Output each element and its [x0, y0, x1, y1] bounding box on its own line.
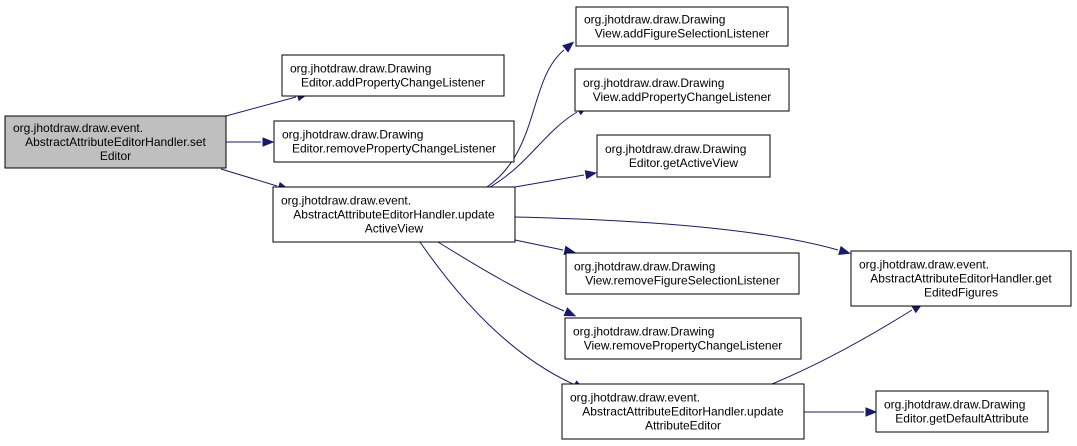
node-label-line: org.jhotdraw.draw.Drawing: [584, 13, 725, 27]
edge-line: [771, 309, 913, 385]
node-label-line: Editor: [100, 149, 131, 163]
node-box: [875, 390, 1049, 433]
edge-updateActiveView-to-getEditedFigures: [514, 216, 851, 255]
arrowhead-icon: [838, 245, 851, 255]
node-box: [574, 68, 790, 112]
node-setEditor[interactable]: org.jhotdraw.draw.event.AbstractAttribut…: [4, 115, 227, 169]
node-label-line: ActiveView: [365, 222, 424, 236]
node-label-line: EditedFigures: [924, 286, 998, 300]
node-box: [564, 317, 802, 360]
node-updateActiveView[interactable]: org.jhotdraw.draw.event.AbstractAttribut…: [272, 186, 516, 243]
node-label-line: Editor.getDefaultAttribute: [895, 412, 1029, 426]
node-label-line: View.removePropertyChangeListener: [584, 339, 783, 353]
edge-line: [489, 111, 578, 188]
node-editorAddPCL[interactable]: org.jhotdraw.draw.DrawingEditor.addPrope…: [281, 54, 505, 97]
edge-setEditor-to-editorRemovePCL: [226, 137, 275, 147]
edge-updateActiveView-to-viewRemovePCL: [437, 241, 577, 317]
edge-line: [486, 49, 565, 188]
edge-updateActiveView-to-viewAddFSL: [486, 41, 575, 188]
node-getDefaultAttribute[interactable]: org.jhotdraw.draw.DrawingEditor.getDefau…: [875, 390, 1049, 433]
node-label-line: org.jhotdraw.draw.Drawing: [573, 325, 714, 339]
node-box: [281, 54, 505, 97]
node-label-line: org.jhotdraw.draw.Drawing: [583, 76, 724, 90]
edge-updateActiveView-to-updateAttributeEditor: [419, 241, 586, 390]
node-label-line: org.jhotdraw.draw.event.: [859, 258, 989, 272]
arrowhead-icon: [865, 407, 878, 417]
edge-updateActiveView-to-getActiveView: [514, 170, 598, 188]
edge-updateAttributeEditor-to-getDefaultAttribute: [804, 407, 878, 417]
node-label-line: View.removeFigureSelectionListener: [585, 274, 780, 288]
node-label-line: AttributeEditor: [645, 419, 721, 433]
node-label-line: org.jhotdraw.draw.event.: [570, 391, 700, 405]
node-label-line: org.jhotdraw.draw.Drawing: [574, 260, 715, 274]
node-box: [596, 134, 771, 178]
node-label-line: Editor.removePropertyChangeListener: [292, 142, 496, 156]
node-viewRemoveFSL[interactable]: org.jhotdraw.draw.DrawingView.removeFigu…: [565, 252, 800, 295]
node-label-line: Editor.getActiveView: [629, 156, 739, 170]
node-updateAttributeEditor[interactable]: org.jhotdraw.draw.event.AbstractAttribut…: [561, 383, 805, 440]
edge-updateActiveView-to-viewRemoveFSL: [514, 239, 577, 255]
node-getEditedFigures[interactable]: org.jhotdraw.draw.event.AbstractAttribut…: [850, 250, 1072, 307]
node-label-line: AbstractAttributeEditorHandler.update: [293, 208, 495, 222]
node-box: [273, 120, 515, 163]
edge-line: [514, 239, 564, 251]
node-box: [272, 186, 516, 243]
edge-line: [419, 241, 574, 385]
edge-line: [514, 174, 585, 188]
arrowhead-icon: [262, 137, 275, 147]
node-viewAddFSL[interactable]: org.jhotdraw.draw.DrawingView.addFigureS…: [575, 6, 789, 47]
edge-line: [220, 168, 278, 187]
node-label-line: org.jhotdraw.draw.Drawing: [884, 398, 1025, 412]
node-label-line: View.addFigureSelectionListener: [595, 27, 770, 41]
edge-line: [225, 96, 297, 117]
edge-line: [514, 216, 839, 251]
node-label-line: AbstractAttributeEditorHandler.get: [870, 272, 1052, 286]
node-label-line: org.jhotdraw.draw.event.: [281, 194, 411, 208]
node-editorRemovePCL[interactable]: org.jhotdraw.draw.DrawingEditor.removePr…: [273, 120, 515, 163]
node-box: [561, 383, 805, 440]
node-label-line: AbstractAttributeEditorHandler.update: [582, 405, 784, 419]
arrowhead-icon: [563, 307, 577, 317]
node-box: [575, 6, 789, 47]
node-label-line: org.jhotdraw.draw.Drawing: [290, 62, 431, 76]
edge-line: [437, 241, 565, 312]
node-label-line: org.jhotdraw.draw.event.: [13, 121, 143, 135]
node-box: [4, 115, 227, 169]
node-box: [850, 250, 1072, 307]
node-box: [565, 252, 800, 295]
node-label-line: org.jhotdraw.draw.Drawing: [282, 128, 423, 142]
node-label-line: org.jhotdraw.draw.Drawing: [605, 142, 746, 156]
arrowhead-icon: [584, 170, 598, 180]
arrowhead-icon: [562, 41, 575, 53]
node-label-line: View.addPropertyChangeListener: [593, 90, 772, 104]
node-viewRemovePCL[interactable]: org.jhotdraw.draw.DrawingView.removeProp…: [564, 317, 802, 360]
node-viewAddPCL[interactable]: org.jhotdraw.draw.DrawingView.addPropert…: [574, 68, 790, 112]
node-label-line: AbstractAttributeEditorHandler.set: [25, 135, 206, 149]
nodes-layer: org.jhotdraw.draw.event.AbstractAttribut…: [4, 6, 1072, 440]
node-getActiveView[interactable]: org.jhotdraw.draw.DrawingEditor.getActiv…: [596, 134, 771, 178]
node-label-line: Editor.addPropertyChangeListener: [301, 76, 485, 90]
